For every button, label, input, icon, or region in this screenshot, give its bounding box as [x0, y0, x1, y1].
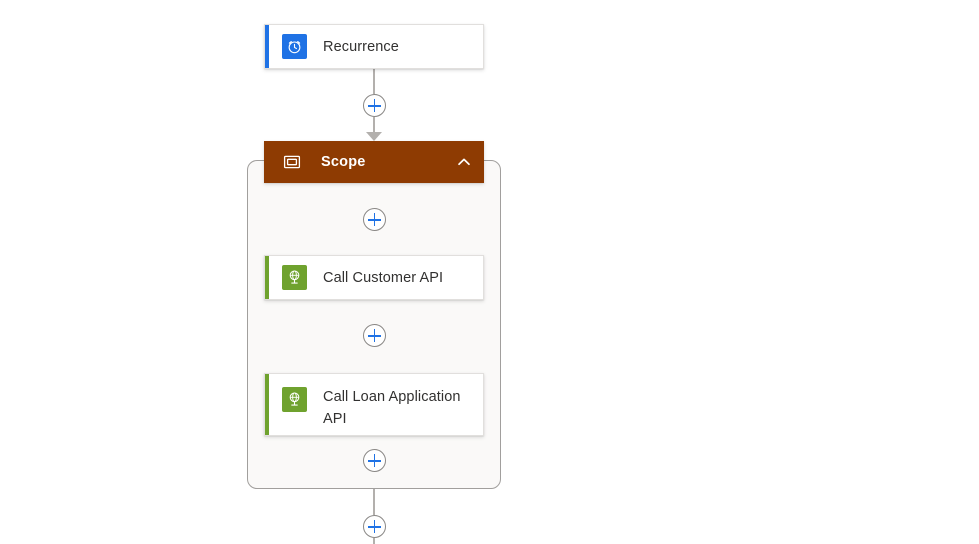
insert-scope-first-button[interactable] — [363, 208, 386, 231]
chevron-up-icon[interactable] — [456, 154, 472, 170]
scope-header[interactable]: Scope — [264, 141, 484, 183]
connector-recurrence-to-scope-top — [373, 69, 375, 94]
action-card-label: Call Loan Application API — [323, 389, 461, 427]
arrowhead-into-scope — [366, 132, 382, 141]
insert-after-scope-button[interactable] — [363, 515, 386, 538]
scope-rectangle-icon — [283, 153, 301, 171]
insert-after-recurrence-button[interactable] — [363, 94, 386, 117]
http-globe-icon — [282, 265, 307, 290]
trigger-accent-stripe — [265, 25, 269, 68]
action-accent-stripe — [265, 256, 269, 299]
trigger-card-recurrence[interactable]: Recurrence — [264, 24, 484, 69]
action-accent-stripe — [265, 374, 269, 435]
action-card-call-loan-application-api[interactable]: Call Loan Application API — [264, 373, 484, 436]
insert-scope-last-button[interactable] — [363, 449, 386, 472]
action-card-call-customer-api[interactable]: Call Customer API — [264, 255, 484, 300]
insert-between-api-calls-button[interactable] — [363, 324, 386, 347]
alarm-clock-icon — [282, 34, 307, 59]
http-globe-icon — [282, 387, 307, 412]
action-card-label: Call Customer API — [323, 270, 444, 286]
connector-scope-to-next-bottom — [373, 538, 375, 544]
connector-recurrence-to-scope-bottom — [373, 117, 375, 133]
connector-scope-to-next-top — [373, 489, 375, 515]
scope-label: Scope — [321, 154, 366, 170]
trigger-card-label: Recurrence — [323, 39, 399, 55]
